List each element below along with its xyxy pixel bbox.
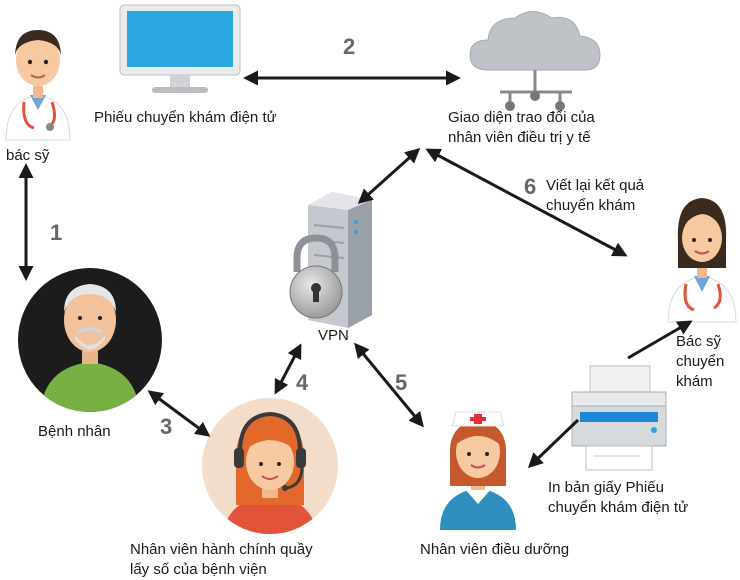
label-referring-doctor: Bác sỹ chuyển khám bbox=[676, 333, 725, 390]
arrow-cloud-doctor-female bbox=[425, 148, 628, 257]
label-step6-text: Viết lại kết quả chuyển khám bbox=[546, 177, 645, 214]
label-exchange-ui: Giao diện trao đổi của nhân viên điều tr… bbox=[448, 109, 595, 146]
step-number-4: 4 bbox=[296, 370, 309, 395]
doctor-male-icon bbox=[5, 30, 71, 141]
patient-icon bbox=[18, 268, 162, 412]
label-ereferral: Phiếu chuyển khám điện tử bbox=[94, 109, 277, 126]
arrow-printer-doctor bbox=[627, 320, 693, 360]
label-admin-staff: Nhân viên hành chính quầy lấy số của bện… bbox=[130, 541, 313, 578]
arrow-admin-server bbox=[274, 343, 302, 395]
arrows bbox=[18, 70, 693, 469]
step-number-1: 1 bbox=[50, 220, 63, 245]
label-print-paper: In bản giấy Phiếu chuyển khám điện tử bbox=[548, 479, 689, 516]
arrow-cloud-server bbox=[357, 147, 421, 205]
label-doctor: bác sỹ bbox=[6, 147, 50, 164]
label-patient: Bệnh nhân bbox=[38, 423, 111, 440]
step-number-5: 5 bbox=[395, 370, 408, 395]
cloud-network-icon bbox=[469, 11, 601, 111]
arrow-server-nurse bbox=[354, 342, 424, 428]
nurse-icon bbox=[440, 411, 516, 530]
step-number-2: 2 bbox=[343, 34, 356, 59]
arrow-printer-nurse bbox=[527, 418, 580, 469]
admin-staff-headset-icon bbox=[202, 398, 338, 534]
doctor-female-icon bbox=[667, 198, 737, 323]
step-number-6: 6 bbox=[524, 174, 537, 199]
monitor-icon bbox=[119, 4, 241, 93]
arrow-patient-admin bbox=[147, 390, 211, 437]
server-lock-icon bbox=[289, 192, 372, 328]
label-vpn: VPN bbox=[318, 327, 349, 344]
step-number-3: 3 bbox=[160, 414, 173, 439]
label-nurse: Nhân viên điều dưỡng bbox=[420, 541, 570, 558]
printer-icon bbox=[571, 365, 667, 471]
